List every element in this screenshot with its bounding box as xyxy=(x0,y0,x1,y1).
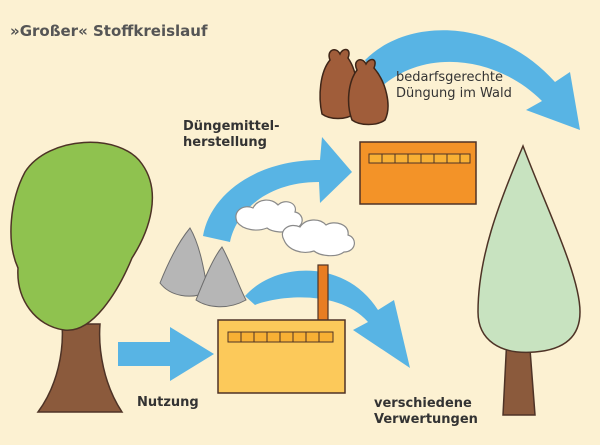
fertilizer-production-label-line2: herstellung xyxy=(183,135,267,150)
factory-windows xyxy=(227,331,334,343)
sack-right xyxy=(347,58,389,126)
forest-fertilizing-arrow xyxy=(365,30,580,131)
utilizations-arrow xyxy=(245,270,410,368)
fertilizer-production-label: Düngemittel- herstellung xyxy=(183,119,280,151)
diagram-title: »Großer« Stoffkreislauf xyxy=(10,22,208,40)
deciduous-tree-crown xyxy=(10,141,154,331)
conifer-tree-crown xyxy=(477,143,581,354)
fertilizer-production-label-line1: Düngemittel- xyxy=(183,119,280,134)
factory-icon xyxy=(217,319,346,394)
conifer-tree-icon xyxy=(477,143,581,416)
ash-pile-left xyxy=(159,227,209,297)
utilizations-label-line1: verschiedene xyxy=(374,396,472,411)
forest-fertilizing-label-line1: bedarfsgerechte xyxy=(396,70,503,85)
ash-piles-icon xyxy=(159,227,247,308)
usage-label: Nutzung xyxy=(137,395,199,411)
fertilizer-plant-icon xyxy=(359,141,477,205)
forest-fertilizing-label: bedarfsgerechte Düngung im Wald xyxy=(396,70,512,102)
usage-arrow xyxy=(118,327,214,381)
utilizations-label-line2: Verwertungen xyxy=(374,412,478,427)
ash-pile-right xyxy=(195,246,247,308)
fertilizer-plant-windows xyxy=(368,153,471,164)
forest-fertilizing-label-line2: Düngung im Wald xyxy=(396,86,512,101)
fertilizer-plant-body xyxy=(359,141,477,205)
deciduous-tree-icon xyxy=(10,141,154,413)
fertilizer-sacks-icon xyxy=(319,48,389,126)
deciduous-tree-trunk xyxy=(36,323,124,413)
utilizations-label: verschiedene Verwertungen xyxy=(374,396,478,428)
usage-label-text: Nutzung xyxy=(137,395,199,410)
chimney-icon xyxy=(317,264,329,322)
factory-body xyxy=(217,319,346,394)
smoke-clouds-icon xyxy=(235,199,355,257)
